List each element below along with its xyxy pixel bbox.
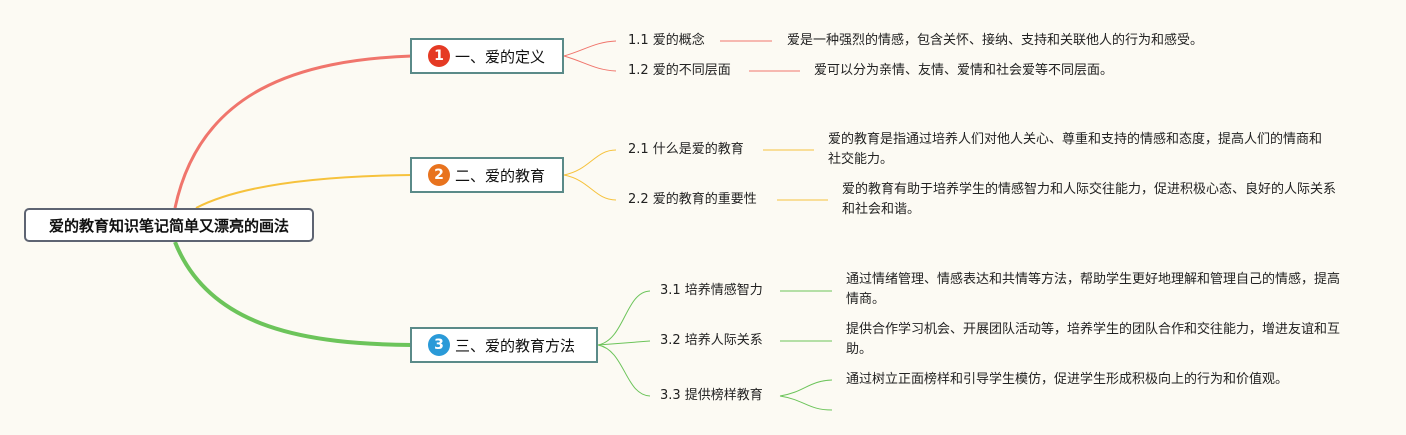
- subtopic-1-2[interactable]: 1.2 爱的不同层面: [628, 63, 731, 78]
- subtopic-2-1[interactable]: 2.1 什么是爱的教育: [628, 142, 744, 157]
- subtopic-3-1-desc: 通过情绪管理、情感表达和共情等方法，帮助学生更好地理解和管理自己的情感，提高情商…: [846, 272, 1341, 307]
- number-3-icon: 3: [428, 334, 450, 356]
- branch-line-2: [195, 174, 413, 209]
- subtopic-1-1-desc: 爱是一种强烈的情感，包含关怀、接纳、支持和关联他人的行为和感受。: [787, 33, 1204, 48]
- subtopic-3-1[interactable]: 3.1 培养情感智力: [660, 283, 763, 298]
- subtopic-1-2-desc: 爱可以分为亲情、友情、爱情和社会爱等不同层面。: [814, 63, 1114, 78]
- topic-methods[interactable]: 3 三、爱的教育方法: [410, 327, 598, 363]
- subtopic-3-2[interactable]: 3.2 培养人际关系: [660, 333, 763, 348]
- root-topic[interactable]: 爱的教育知识笔记简单又漂亮的画法: [24, 208, 314, 242]
- subtopic-2-2-desc: 爱的教育有助于培养学生的情感智力和人际交往能力，促进积极心态、良好的人际关系和社…: [842, 182, 1337, 217]
- sub-lines-1: [563, 40, 800, 72]
- subtopic-3-3[interactable]: 3.3 提供榜样教育: [660, 388, 763, 403]
- subtopic-2-2[interactable]: 2.2 爱的教育的重要性: [628, 192, 757, 207]
- subtopic-2-1-desc: 爱的教育是指通过培养人们对他人关心、尊重和支持的情感和态度，提高人们的情商和社交…: [828, 132, 1323, 167]
- sub-lines-3: [597, 290, 833, 411]
- topic-label: 三、爱的教育方法: [455, 336, 576, 355]
- subtopic-3-3-desc: 通过树立正面榜样和引导学生模仿，促进学生形成积极向上的行为和价值观。: [846, 372, 1289, 387]
- topic-label: 二、爱的教育: [455, 166, 546, 185]
- number-1-icon: 1: [428, 45, 450, 67]
- subtopic-1-1[interactable]: 1.1 爱的概念: [628, 33, 705, 48]
- topic-definition[interactable]: 1 一、爱的定义: [410, 38, 564, 74]
- sub-lines-2: [563, 149, 828, 201]
- branch-line-1: [173, 54, 413, 209]
- subtopic-3-2-desc: 提供合作学习机会、开展团队活动等，培养学生的团队合作和交往能力，增进友谊和互助。: [846, 322, 1341, 357]
- number-2-icon: 2: [428, 164, 450, 186]
- topic-label: 一、爱的定义: [455, 47, 546, 66]
- topic-education[interactable]: 2 二、爱的教育: [410, 157, 564, 193]
- branch-line-3: [173, 241, 413, 347]
